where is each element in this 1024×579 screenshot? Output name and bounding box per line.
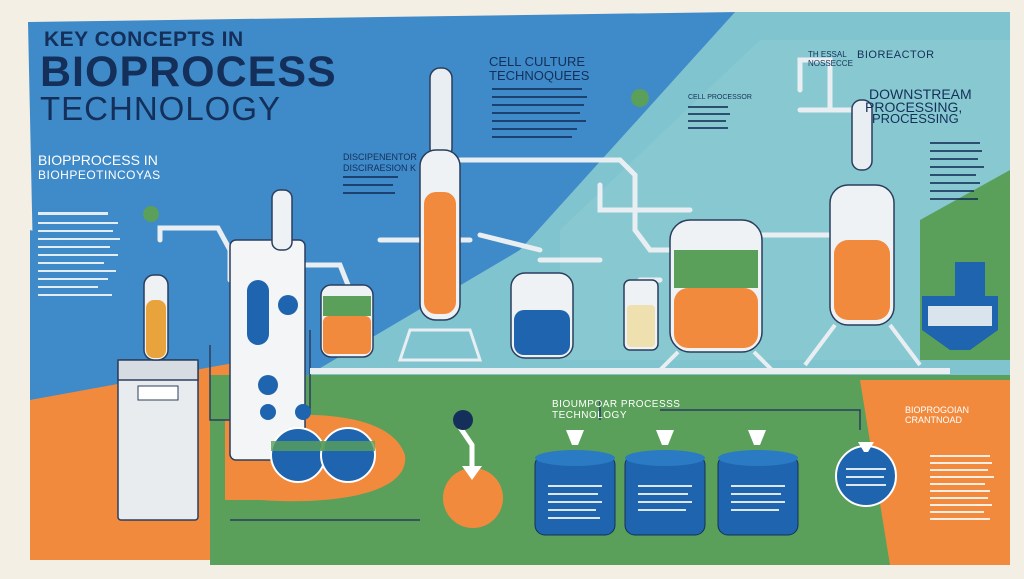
- steps-1: BIOPROGOIAN: [905, 405, 970, 415]
- title-line-1: KEY CONCEPTS IN: [44, 28, 244, 51]
- bioreactor-small-2: NOSSECCE: [808, 59, 853, 68]
- downstream-2: PROCESSING,: [865, 99, 963, 115]
- bioreactor-small-label: TH ESSAL NOSSECCE: [808, 50, 853, 68]
- discharge-2: DISCIRAESION K: [343, 163, 417, 173]
- bioreactor-small-1: TH ESSAL: [808, 50, 847, 59]
- control-cabinet: [117, 359, 199, 521]
- steps-2: CRANTNOAD: [905, 415, 963, 425]
- mid-process-2: TECHNOLOGY: [552, 410, 628, 421]
- title-line-2: BIOPROCESS: [40, 48, 337, 96]
- downstream-3: PROCESSING: [872, 111, 959, 126]
- mid-process-1: BIOUMPOAR PROCESSS: [552, 399, 681, 410]
- orange-node: [443, 468, 503, 528]
- cell-culture-1: CELL CULTURE: [489, 54, 586, 69]
- cell-culture-2: TECHNOQUEES: [489, 68, 590, 83]
- central-reactor: [229, 239, 306, 461]
- left-subtitle-2: BIOHPEOTINCOYAS: [38, 168, 161, 182]
- discharge-1: DISCIPENENTOR: [343, 152, 417, 162]
- steps-3: STEPS: [905, 425, 942, 437]
- steps-4: STEPS: [905, 438, 942, 450]
- bioreactor-label: BIOREACTOR: [857, 49, 935, 61]
- downstream-1: DOWNSTREAM: [869, 86, 972, 102]
- title-line-3: TECHNOLOGY: [40, 90, 282, 127]
- left-subtitle-1: BIOPPROCESS IN: [38, 152, 158, 168]
- cell-processor-label: CELL PROCESSOR: [688, 94, 752, 101]
